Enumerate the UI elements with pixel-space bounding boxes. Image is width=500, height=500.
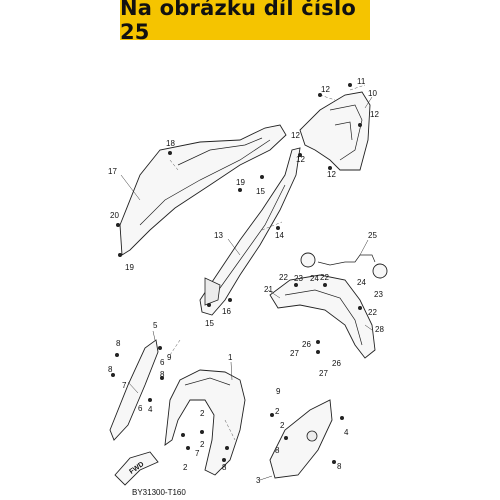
part-reflector-23a (300, 252, 316, 268)
callout-9b: 9 (276, 387, 281, 396)
callout-12e: 12 (370, 110, 379, 119)
callout-24a: 24 (310, 274, 319, 283)
callout-27b: 27 (319, 369, 328, 378)
header-banner: Na obrázku díl číslo 25 (120, 0, 370, 44)
callout-22b: 22 (320, 273, 329, 282)
callout-2a: 2 (200, 409, 205, 418)
callout-23b: 23 (374, 290, 383, 299)
callout-5: 5 (153, 321, 158, 330)
callout-26a: 26 (302, 340, 311, 349)
part-side-panel-13 (199, 147, 301, 316)
callout-4a: 4 (148, 405, 153, 414)
callout-6a: 6 (160, 358, 165, 367)
callout-22a: 22 (279, 273, 288, 282)
callout-4b: 4 (344, 428, 349, 437)
callout-15b: 15 (205, 319, 214, 328)
callout-9a: 9 (167, 353, 172, 362)
callout-8a: 8 (116, 339, 121, 348)
callout-2e: 2 (280, 421, 285, 430)
callout-27a: 27 (290, 349, 299, 358)
drawing-code: BY31300-T160 (132, 488, 186, 497)
callout-2c: 2 (183, 463, 188, 472)
callout-1: 1 (228, 353, 233, 362)
part-panel-3 (269, 399, 333, 479)
leader-lines (120, 96, 373, 481)
part-side-cover-17 (119, 124, 287, 256)
callout-10: 10 (368, 89, 377, 98)
callout-8b: 8 (108, 365, 113, 374)
bolt-markers (111, 83, 362, 464)
callout-11: 11 (357, 77, 366, 86)
part-bracket-10 (299, 91, 371, 171)
part-strip-5 (109, 339, 159, 441)
callout-19a: 19 (236, 178, 245, 187)
callout-12c: 12 (296, 155, 305, 164)
callout-22c: 22 (368, 308, 377, 317)
part-front-fender-1 (164, 369, 246, 476)
part-fender-21 (269, 274, 376, 359)
callout-8d: 8 (222, 463, 227, 472)
callout-16: 16 (222, 307, 231, 316)
callout-12a: 12 (321, 85, 330, 94)
callout-17: 17 (108, 167, 117, 176)
callout-8e: 8 (275, 446, 280, 455)
callout-13: 13 (214, 231, 223, 240)
callout-8f: 8 (337, 462, 342, 471)
callout-24b: 24 (357, 278, 366, 287)
callout-12b: 12 (291, 131, 300, 140)
callout-28: 28 (375, 325, 384, 334)
callout-7a: 7 (122, 381, 127, 390)
callout-12d: 12 (327, 170, 336, 179)
part-reflector-bracket-25 (317, 254, 376, 266)
callout-18: 18 (166, 139, 175, 148)
callout-labels: 1 2 2 2 2 2 3 4 4 5 6 6 7 7 8 8 8 8 8 8 … (108, 77, 384, 485)
callout-3: 3 (256, 476, 261, 485)
callout-6b: 6 (138, 404, 143, 413)
callout-26b: 26 (332, 359, 341, 368)
callout-2d: 2 (275, 407, 280, 416)
callout-14: 14 (275, 231, 284, 240)
callout-25: 25 (368, 231, 377, 240)
callout-2b: 2 (200, 440, 205, 449)
callout-8c: 8 (160, 370, 165, 379)
callout-7b: 7 (195, 449, 200, 458)
fwd-arrow: FWD (114, 451, 159, 486)
callout-23a: 23 (294, 274, 303, 283)
callout-19b: 19 (125, 263, 134, 272)
callout-21: 21 (264, 285, 273, 294)
callout-20: 20 (110, 211, 119, 220)
part-reflector-23b (372, 263, 388, 279)
header-title: Na obrázku díl číslo 25 (120, 0, 357, 44)
callout-15a: 15 (256, 187, 265, 196)
